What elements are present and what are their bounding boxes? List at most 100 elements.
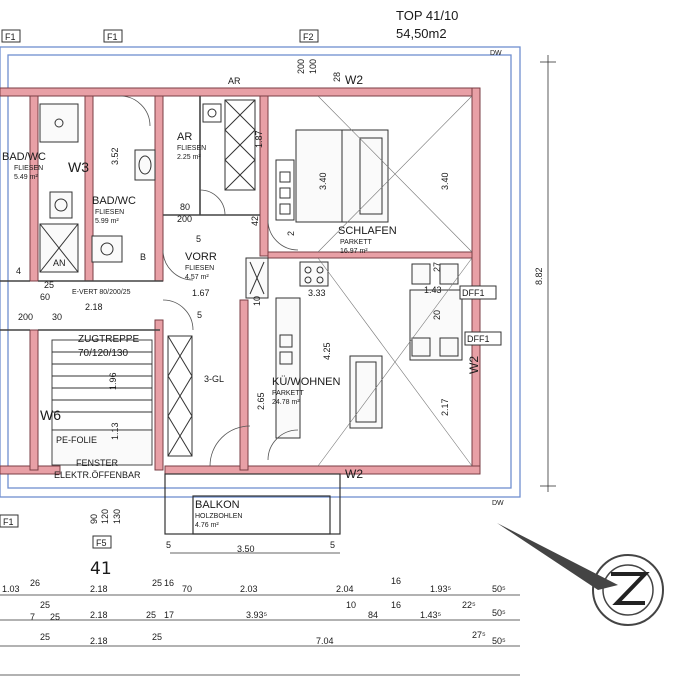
window-tag: W3 <box>68 159 89 175</box>
dimension-label: 5 <box>166 540 171 550</box>
room-area: 24.78 m² <box>272 399 300 406</box>
dimension-label: 2.18 <box>90 584 108 594</box>
grid-tag: F1 <box>3 517 14 527</box>
dimension-label: 30 <box>52 312 62 322</box>
dimension-label: 3.52 <box>110 147 120 165</box>
dimension-label: 28 <box>332 72 342 82</box>
wardrobe-icon <box>167 335 193 457</box>
dimension-label: 84 <box>368 610 378 620</box>
room-name: KÜ/WOHNEN <box>272 376 341 388</box>
room-area: 2.25 m² <box>177 154 201 161</box>
annotation: AN <box>53 258 66 268</box>
dimension-label: 50⁵ <box>492 584 506 594</box>
room-floor: PARKETT <box>340 239 372 246</box>
dimension-label: 200 <box>296 59 306 74</box>
wardrobe-icon <box>275 159 295 221</box>
dimension-row-1: 1.03 26 2.18 25 16 70 2.03 2.04 16 1.93⁵… <box>2 576 506 594</box>
dimension-row-3: 25 2.18 25 7.04 27⁵ 50⁵ <box>40 630 506 646</box>
dimension-label: 2.65 <box>256 392 266 410</box>
dimension-row-2: 25 7 25 2.18 25 17 3.93⁵ 10 84 16 1.43⁵ … <box>30 600 506 622</box>
dimension-label: 1.96 <box>108 372 118 390</box>
room-floor: PARKETT <box>272 390 304 397</box>
unit-title: TOP 41/10 <box>396 8 458 23</box>
dimension-label: 1.13 <box>110 422 120 440</box>
dimension-label: 5 <box>197 310 202 320</box>
dimension-label: 1.67 <box>192 288 210 298</box>
kitchen-counter-icon <box>275 261 329 439</box>
room-name: VORR <box>185 251 217 263</box>
dimension-label: 2 <box>286 231 296 236</box>
sofa-icon <box>349 355 383 429</box>
window-tag: W2 <box>467 356 481 374</box>
shower-icon <box>39 103 79 143</box>
dimension-label: 80 <box>180 202 190 212</box>
dimension-label: 2.18 <box>85 302 103 312</box>
dimension-label: 27⁵ <box>472 630 486 640</box>
room-floor: FLIESEN <box>185 265 214 272</box>
dimension-label: 2.04 <box>336 584 354 594</box>
dimension-label: 50⁵ <box>492 636 506 646</box>
dimension-label: 17 <box>164 610 174 620</box>
room-area: 5.99 m² <box>95 218 119 225</box>
annotation: FENSTER <box>76 458 119 468</box>
bed-icon <box>295 129 389 223</box>
dimension-label: 100 <box>308 59 318 74</box>
window-tag: DW <box>492 500 504 507</box>
dimension-label: 3.93⁵ <box>246 610 268 620</box>
dimension-label: 22⁵ <box>462 600 476 610</box>
unit-area: 54,50m2 <box>396 26 447 41</box>
room-floor: FLIESEN <box>95 209 124 216</box>
window-tag: DFF1 <box>467 334 490 344</box>
dimension-label: 1.93⁵ <box>430 584 452 594</box>
dimension-label: 25 <box>146 610 156 620</box>
window-tags: W2 W3 W6 W2 W2 DFF1 DFF1 DW DW AR <box>40 50 504 507</box>
dimension-label: 27 <box>432 262 442 272</box>
annotation: ELEKTR.ÖFFENBAR <box>54 470 141 480</box>
room-name: BAD/WC <box>2 151 46 163</box>
dimension-label: 26 <box>30 578 40 588</box>
window-tag: AR <box>228 76 241 86</box>
dimension-label: 4 <box>16 266 21 276</box>
door-swings <box>119 95 299 467</box>
dimension-label: 120 <box>100 509 110 524</box>
annotation: 3-GL <box>204 374 224 384</box>
dimension-label: 70 <box>182 584 192 594</box>
table-icon <box>409 263 463 361</box>
dimension-label: 130 <box>112 509 122 524</box>
annotation: B <box>140 252 146 262</box>
window-tag: W2 <box>345 73 363 87</box>
window-tag: W2 <box>345 467 363 481</box>
sink-icon <box>134 149 156 181</box>
dimension-label: 25 <box>44 280 54 290</box>
dimension-label: 16 <box>164 578 174 588</box>
shower-icon <box>39 223 79 273</box>
dimension-label: 2.18 <box>90 636 108 646</box>
grid-tag: F5 <box>96 538 107 548</box>
room-area: 4.76 m² <box>195 522 219 529</box>
dimension-label: 3.33 <box>308 288 326 298</box>
toilet-icon <box>49 191 73 219</box>
room-name: AR <box>177 131 192 143</box>
dimension-label: 200 <box>177 214 192 224</box>
dimension-label: 25 <box>50 612 60 622</box>
washbasin-icon <box>91 235 123 263</box>
dimension-label: 16 <box>391 576 401 586</box>
annotation: E-VERT 80/200/25 <box>72 289 131 296</box>
north-arrow-icon <box>497 523 664 626</box>
window-diagonals <box>317 95 473 467</box>
shaft-icon <box>245 257 269 299</box>
dimension-label: 7 <box>30 612 35 622</box>
unit-number: 41 <box>90 559 112 579</box>
annotation: PE-FOLIE <box>56 435 97 445</box>
window-tag: W6 <box>40 407 61 423</box>
balcony-dimensions: 5 3.50 5 <box>166 540 335 554</box>
window-tag: DW <box>490 50 502 57</box>
room-floor: FLIESEN <box>14 165 43 172</box>
window-tag: DFF1 <box>462 288 485 298</box>
annotation: 70/120/130 <box>78 348 128 359</box>
inner-dimensions: 3.52 3.40 3.40 8.82 1.87 1.67 3.33 4.25 … <box>16 59 544 524</box>
dimension-label: 3.40 <box>318 172 328 190</box>
dimension-label: 25 <box>152 632 162 642</box>
grid-tag: F2 <box>303 32 314 42</box>
